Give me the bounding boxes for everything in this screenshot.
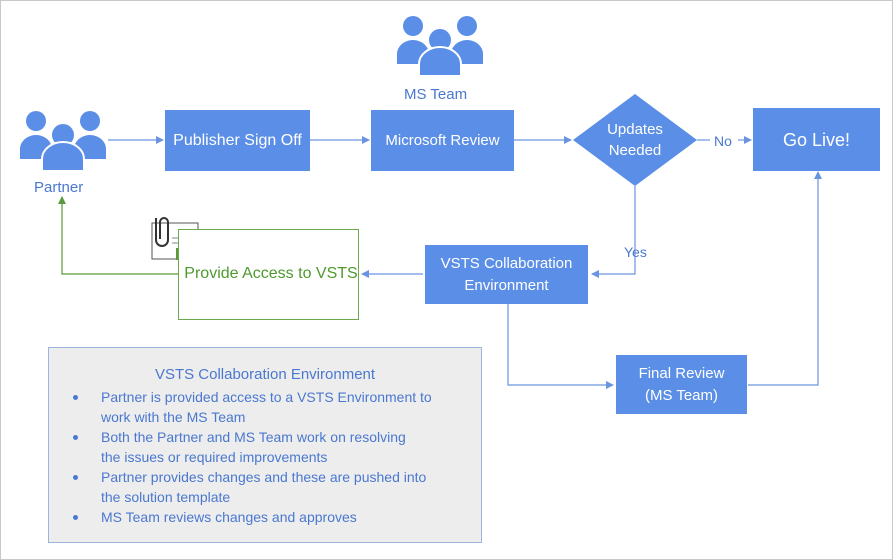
final-review-line1: Final Review (638, 364, 725, 382)
connector-vsts-to-final-review (507, 304, 614, 389)
publisher-sign-off-box: Publisher Sign Off (165, 110, 310, 171)
ms-team-people-icon (397, 16, 483, 77)
info-bullet-line: Partner provides changes and these are p… (101, 469, 427, 485)
info-bullet-line: the issues or required improvements (101, 449, 328, 465)
partner-label: Partner (34, 179, 84, 196)
bullet-dot-icon (73, 395, 78, 400)
microsoft-review-box: Microsoft Review (371, 110, 514, 171)
go-live-text: Go Live! (782, 129, 851, 150)
final-review-box: Final Review (MS Team) (616, 355, 747, 414)
provide-access-text: Provide Access to VSTS (184, 265, 358, 282)
yes-label: Yes (624, 244, 647, 260)
ms-team-label: MS Team (404, 86, 468, 103)
partner-people-icon (20, 111, 106, 172)
info-bullet-item: Partner is provided access to a VSTS Env… (71, 387, 471, 427)
vsts-environment-line2: Environment (464, 276, 549, 294)
info-bullet-line: MS Team reviews changes and approves (101, 509, 357, 525)
info-bullet-item: Partner provides changes and these are p… (71, 467, 471, 507)
decision-text: Updates Needed (590, 119, 680, 161)
publisher-sign-off-text: Publisher Sign Off (173, 131, 302, 149)
info-bullet-line: Both the Partner and MS Team work on res… (101, 429, 406, 445)
info-bullet-line: the solution template (101, 489, 231, 505)
vsts-environment-box: VSTS Collaboration Environment (425, 245, 588, 304)
connector-access-to-partner (58, 196, 178, 275)
info-bullet-item: Both the Partner and MS Team work on res… (71, 427, 471, 467)
info-bullet-item: MS Team reviews changes and approves (71, 507, 471, 527)
info-bullet-line: Partner is provided access to a VSTS Env… (101, 389, 432, 405)
provide-access-box (178, 229, 359, 320)
go-live-box: Go Live! (753, 108, 880, 171)
connector-final-review-to-golive (748, 171, 822, 386)
info-bullet-list: Partner is provided access to a VSTS Env… (71, 387, 471, 527)
decision-diamond (573, 94, 697, 186)
bullet-dot-icon (73, 515, 78, 520)
bullet-dot-icon (73, 435, 78, 440)
connector-decision-to-vsts (591, 186, 636, 278)
decision-text-line2: Needed (608, 142, 662, 159)
no-label: No (714, 133, 732, 149)
vsts-environment-line1: VSTS Collaboration (440, 254, 573, 272)
info-bullet-line: work with the MS Team (101, 409, 246, 425)
decision-text-line1: Updates (607, 121, 663, 138)
final-review-line2: (MS Team) (644, 386, 719, 404)
info-title: VSTS Collaboration Environment (154, 366, 376, 383)
info-box: VSTS Collaboration Environment Partner i… (48, 347, 482, 543)
bullet-dot-icon (73, 475, 78, 480)
microsoft-review-text: Microsoft Review (385, 131, 500, 149)
